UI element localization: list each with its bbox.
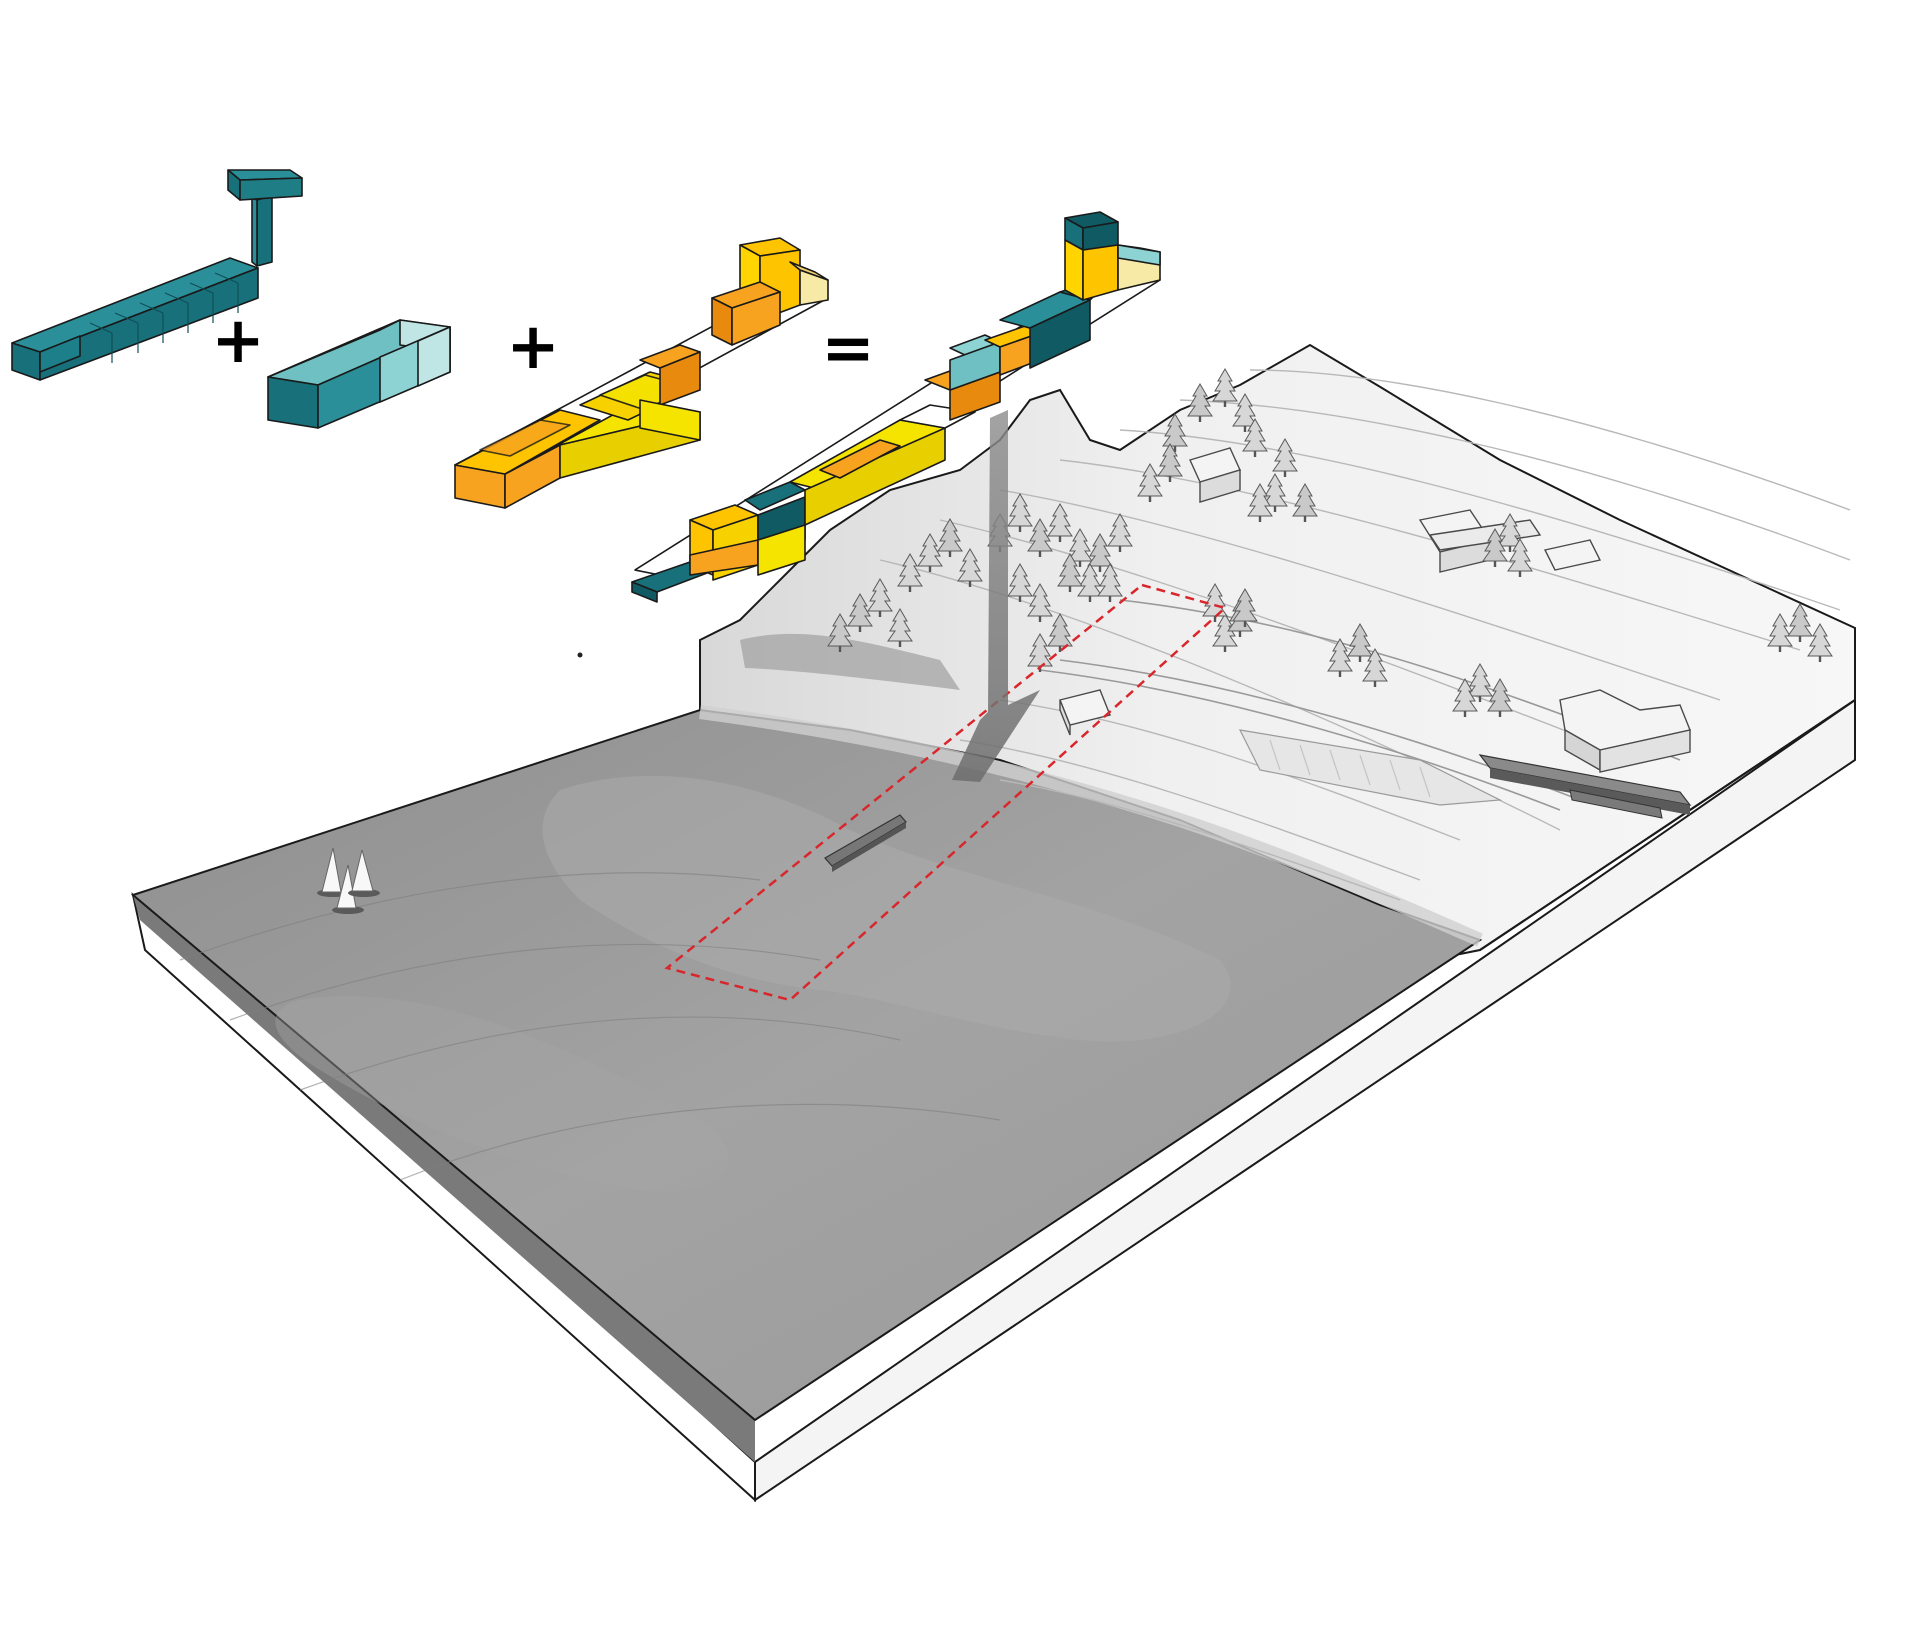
tree bbox=[1807, 623, 1833, 662]
plus-operator-1: + bbox=[211, 304, 265, 378]
stray-dot bbox=[577, 652, 583, 658]
terrain-model bbox=[130, 343, 1856, 1503]
tree bbox=[1262, 473, 1288, 512]
tree bbox=[1047, 613, 1073, 652]
tree bbox=[1467, 663, 1493, 702]
shallow-water-patch bbox=[542, 775, 1231, 1042]
buildings bbox=[1059, 447, 1691, 773]
tree bbox=[1107, 513, 1133, 552]
tree bbox=[1452, 678, 1478, 717]
tree bbox=[1292, 483, 1318, 522]
tree bbox=[827, 613, 853, 652]
tree bbox=[897, 553, 923, 592]
tree bbox=[1157, 443, 1183, 482]
tree bbox=[887, 608, 913, 647]
tree bbox=[1767, 613, 1793, 652]
tree bbox=[1247, 483, 1273, 522]
tree bbox=[1007, 563, 1033, 602]
tree bbox=[847, 593, 873, 632]
tree bbox=[1047, 503, 1073, 542]
tree bbox=[1487, 678, 1513, 717]
forest-strip bbox=[740, 633, 960, 690]
plus-operator-2: + bbox=[506, 310, 560, 384]
building-house-2 bbox=[1189, 447, 1241, 503]
building-shed bbox=[1543, 539, 1602, 571]
sailboat-3 bbox=[348, 849, 380, 897]
tree bbox=[1232, 393, 1258, 432]
pier bbox=[824, 814, 907, 872]
tree bbox=[957, 548, 983, 587]
tree bbox=[1187, 383, 1213, 422]
tree bbox=[867, 578, 893, 617]
placement-arrow bbox=[952, 410, 1040, 782]
building-house-1 bbox=[1059, 689, 1111, 736]
shallow-water-patch-2 bbox=[275, 996, 729, 1192]
equals-operator: = bbox=[821, 312, 875, 386]
tree bbox=[1067, 528, 1093, 567]
water-edge-band bbox=[133, 895, 755, 1462]
building-station bbox=[1559, 689, 1691, 773]
tree bbox=[1497, 513, 1523, 552]
tree bbox=[1077, 563, 1103, 602]
terrain-right-face bbox=[754, 698, 1856, 1502]
tree bbox=[1027, 518, 1053, 557]
hill-right-face bbox=[1479, 628, 1856, 951]
tree bbox=[1212, 613, 1238, 652]
tree bbox=[917, 533, 943, 572]
tree-clusters bbox=[827, 368, 1833, 717]
tree bbox=[1787, 603, 1813, 642]
tree bbox=[1007, 493, 1033, 532]
tree bbox=[1347, 623, 1373, 662]
tree bbox=[1212, 368, 1238, 407]
massing-teal-box bbox=[267, 319, 451, 429]
massing-diagram: + + bbox=[11, 169, 1161, 603]
tree bbox=[1162, 413, 1188, 452]
tree bbox=[1507, 538, 1533, 577]
tree bbox=[1242, 418, 1268, 457]
tree bbox=[1057, 553, 1083, 592]
tree bbox=[1362, 648, 1388, 687]
tree bbox=[1272, 438, 1298, 477]
sailboat-2 bbox=[332, 864, 364, 914]
tree bbox=[1232, 588, 1258, 627]
train bbox=[1478, 754, 1692, 819]
massing-combined bbox=[631, 211, 1161, 603]
tree bbox=[1027, 583, 1053, 622]
tree bbox=[1097, 563, 1123, 602]
tree bbox=[1137, 463, 1163, 502]
shoreline bbox=[699, 705, 1483, 947]
parking-lot bbox=[1238, 729, 1503, 806]
tree bbox=[1482, 528, 1508, 567]
water-contours bbox=[179, 872, 1001, 1181]
sailboats bbox=[317, 847, 380, 914]
massing-teal-bar bbox=[11, 169, 303, 381]
tree bbox=[937, 518, 963, 557]
tree bbox=[1327, 638, 1353, 677]
massing-yellow-bar bbox=[454, 237, 829, 509]
tree bbox=[1087, 533, 1113, 572]
